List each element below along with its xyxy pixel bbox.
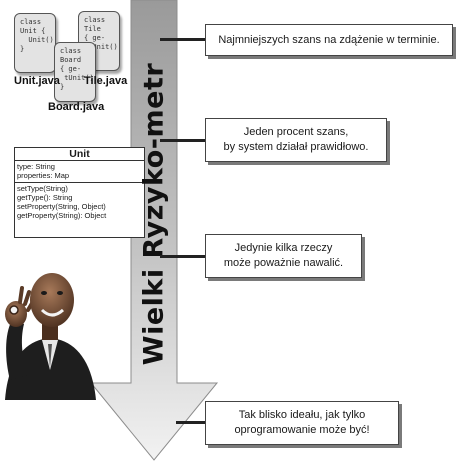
connector-line — [176, 421, 206, 424]
tile-java-label: Tile.java — [84, 75, 128, 87]
uml-class-title: Unit — [15, 148, 144, 161]
unit-java-file-icon: class Unit { Unit() } — [14, 13, 56, 73]
uml-methods: setType(String) getType(): String setPro… — [15, 182, 144, 222]
connector-line — [160, 38, 206, 41]
board-java-label: Board.java — [48, 101, 105, 113]
uml-method: getProperty(String): Object — [17, 211, 107, 220]
callout-box: Jedynie kilka rzeczy może poważnie nawal… — [205, 234, 362, 278]
uml-method: setProperty(String, Object) — [17, 202, 106, 211]
risk-meter-title: Wielki Ryzyko-metr — [138, 62, 170, 366]
callout-box: Najmniejszych szans na zdążenie w termin… — [205, 24, 453, 56]
uml-method: getType(): String — [17, 193, 73, 202]
uml-attributes: type: String properties: Map — [15, 161, 144, 182]
unit-java-code: class Unit { Unit() } — [20, 18, 54, 53]
callout-text: Jedynie kilka rzeczy może poważnie nawal… — [223, 242, 344, 269]
callout-text: Tak blisko ideału, jak tylko oprogramowa… — [234, 409, 370, 436]
person-ok-gesture-icon — [5, 273, 96, 400]
connector-line — [160, 139, 206, 142]
board-java-file-icon: class Board { ge- tUnit() } — [54, 42, 96, 102]
callout-text: Najmniejszych szans na zdążenie w termin… — [218, 33, 440, 46]
callout-box: Jeden procent szans, by system działał p… — [205, 118, 387, 162]
uml-class-unit: Unit type: String properties: Map setTyp… — [14, 147, 145, 238]
board-java-code: class Board { ge- tUnit() } — [60, 47, 94, 91]
callout-text: Jeden procent szans, by system działał p… — [223, 126, 369, 153]
callout-box: Tak blisko ideału, jak tylko oprogramowa… — [205, 401, 399, 445]
uml-method: setType(String) — [17, 184, 68, 193]
unit-java-label: Unit.java — [14, 75, 60, 87]
uml-attribute: type: String — [17, 162, 55, 171]
connector-line — [160, 255, 206, 258]
uml-attribute: properties: Map — [17, 171, 70, 180]
